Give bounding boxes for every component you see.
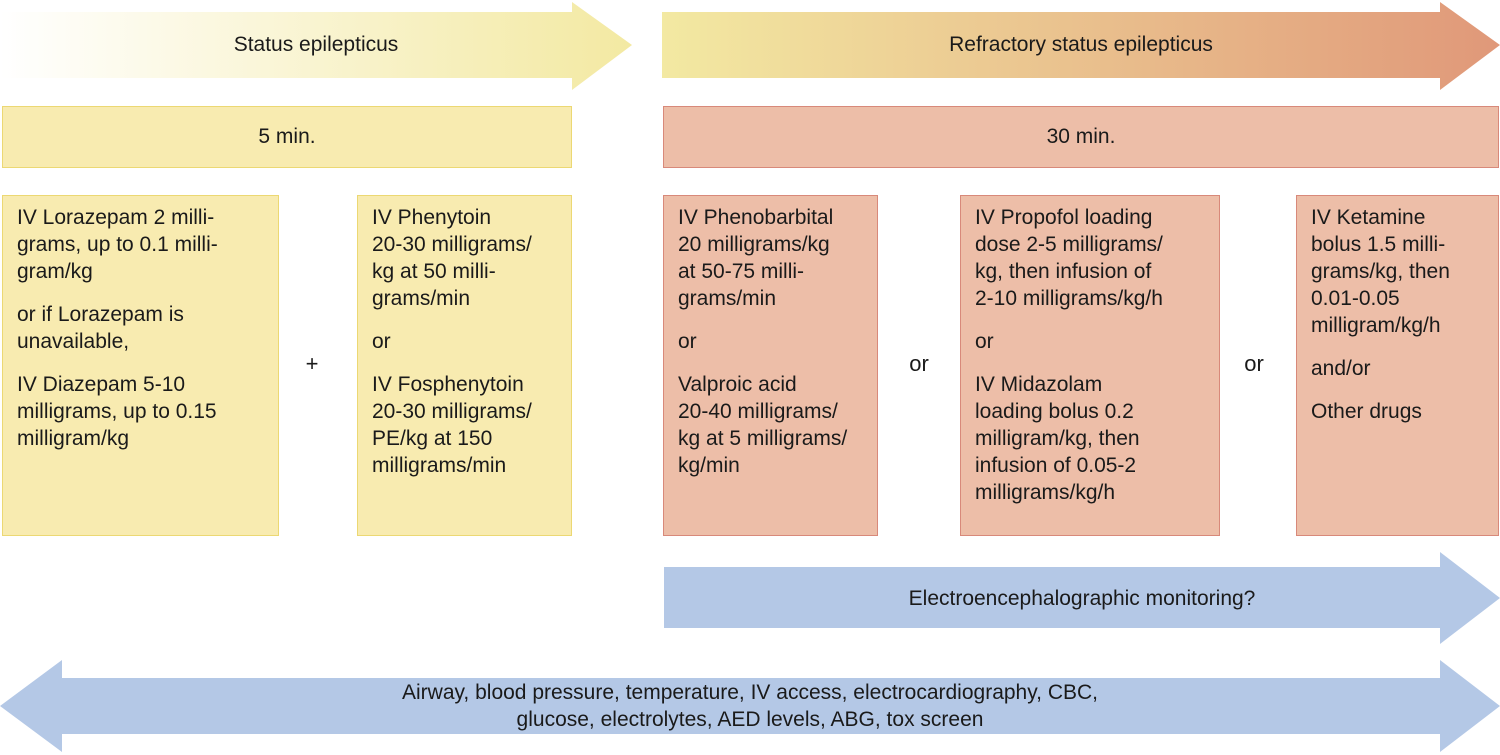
or-connector-2: or: [1244, 351, 1264, 376]
eeg-monitoring-label: Electroencephalographic monitoring?: [908, 587, 1256, 610]
box-paragraph: or: [678, 330, 697, 353]
plus-connector: +: [305, 351, 319, 376]
time-band-5-min: 5 min.: [2, 106, 572, 168]
supportive-care-line-1: Airway, blood pressure, temperature, IV …: [401, 681, 1099, 704]
supportive-care-double-arrow: [0, 660, 1500, 752]
status-epilepticus-arrow: [0, 2, 632, 90]
box-paragraph: IV Lorazepam 2 milli-grams, up to 0.1 mi…: [17, 206, 218, 283]
eeg-monitoring-arrow: [664, 552, 1500, 644]
lorazepam-box: IV Lorazepam 2 milli-grams, up to 0.1 mi…: [2, 195, 279, 536]
time-band-30-min: 30 min.: [663, 106, 1499, 168]
box-paragraph: or: [372, 330, 391, 353]
supportive-care-line-2: glucose, electrolytes, AED levels, ABG, …: [516, 708, 984, 731]
box-paragraph: and/or: [1311, 357, 1371, 380]
box-paragraph: or: [975, 330, 994, 353]
or-connector-1: or: [909, 351, 929, 376]
refractory-status-label: Refractory status epilepticus: [949, 33, 1213, 56]
refractory-status-arrow: [662, 2, 1500, 90]
status-epilepticus-label: Status epilepticus: [233, 33, 399, 56]
box-paragraph: Other drugs: [1311, 400, 1422, 423]
